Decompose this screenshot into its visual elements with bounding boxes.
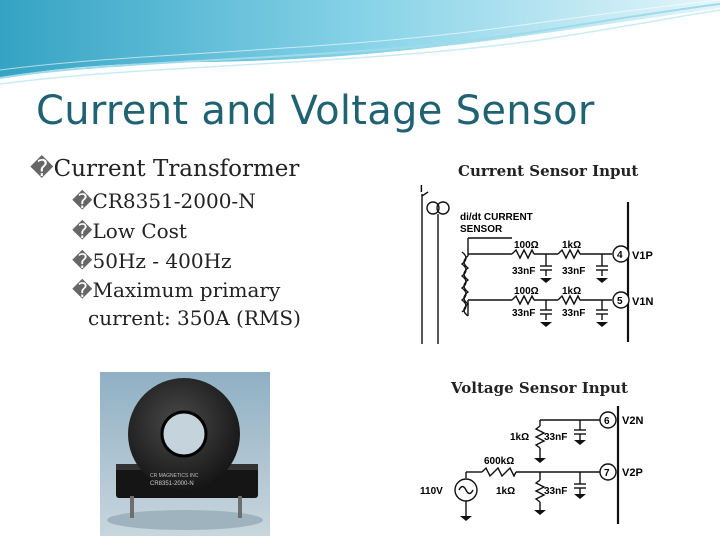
bullet-main: �Current Transformer xyxy=(30,154,330,184)
pin-name-v1n: V1N xyxy=(632,296,653,308)
photo-label-model: CR8351-2000-N xyxy=(150,481,194,487)
capacitor-label: 33nF xyxy=(562,308,585,319)
source-label: 110V xyxy=(420,486,443,497)
bullet-marker: � xyxy=(72,219,93,243)
bullet-sub-1: �CR8351-2000-N xyxy=(72,186,330,216)
pin-name-v1p: V1P xyxy=(632,250,653,262)
voltage-sensor-circuit-diagram: 1kΩ 33nF 600kΩ 110V 1kΩ 33nF 6 7 V2N V2P xyxy=(416,400,656,530)
bullet-sub-3: �50Hz - 400Hz xyxy=(72,246,330,276)
pin-number: 6 xyxy=(604,416,610,427)
pin-name-v2p: V2P xyxy=(622,467,643,479)
bullet-sub-text: Low Cost xyxy=(92,219,187,243)
bullet-marker: � xyxy=(30,156,54,182)
pin-number: 5 xyxy=(617,296,623,307)
sensor-label-2: SENSOR xyxy=(460,224,503,235)
capacitor-label: 33nF xyxy=(544,432,567,443)
resistor-label: 1kΩ xyxy=(562,286,581,297)
resistor-label: 600kΩ xyxy=(484,456,514,467)
current-label: I xyxy=(420,184,423,195)
resistor-label: 100Ω xyxy=(514,240,539,251)
photo-label-maker: CR MAGNETICS INC xyxy=(150,473,199,479)
capacitor-label: 33nF xyxy=(512,266,535,277)
sensor-label-1: di/dt CURRENT xyxy=(460,212,533,223)
voltage-sensor-caption: Voltage Sensor Input xyxy=(451,379,628,397)
slide-title: Current and Voltage Sensor xyxy=(36,88,595,134)
current-sensor-circuit-diagram: I di/dt CURRENT SENSOR 100Ω 1kΩ 33nF 33n… xyxy=(416,182,668,350)
bullet-sub-text: 50Hz - 400Hz xyxy=(92,249,232,273)
current-transformer-photo: CR MAGNETICS INC CR8351-2000-N xyxy=(100,372,270,536)
bullet-main-text: Current Transformer xyxy=(53,156,300,182)
bullet-sub-text: CR8351-2000-N xyxy=(92,189,256,213)
bullet-marker: � xyxy=(72,249,93,273)
resistor-label: 1kΩ xyxy=(562,240,581,251)
header-wave-decoration xyxy=(0,0,720,85)
bullet-marker: � xyxy=(72,278,93,302)
bullet-sub-text: Maximum primary current: 350A (RMS) xyxy=(88,278,301,330)
bullet-sub-4: �Maximum primary current: 350A (RMS) xyxy=(72,276,330,332)
capacitor-label: 33nF xyxy=(512,308,535,319)
capacitor-label: 33nF xyxy=(562,266,585,277)
pin-number: 7 xyxy=(604,468,610,479)
bullet-list: �Current Transformer �CR8351-2000-N �Low… xyxy=(30,154,330,332)
resistor-label: 1kΩ xyxy=(510,432,529,443)
bullet-marker: � xyxy=(72,189,93,213)
resistor-label: 1kΩ xyxy=(496,486,515,497)
capacitor-label: 33nF xyxy=(544,486,567,497)
pin-name-v2n: V2N xyxy=(622,415,643,427)
pin-number: 4 xyxy=(617,250,623,261)
current-sensor-caption: Current Sensor Input xyxy=(458,162,639,180)
resistor-label: 100Ω xyxy=(514,286,539,297)
bullet-sub-2: �Low Cost xyxy=(72,216,330,246)
